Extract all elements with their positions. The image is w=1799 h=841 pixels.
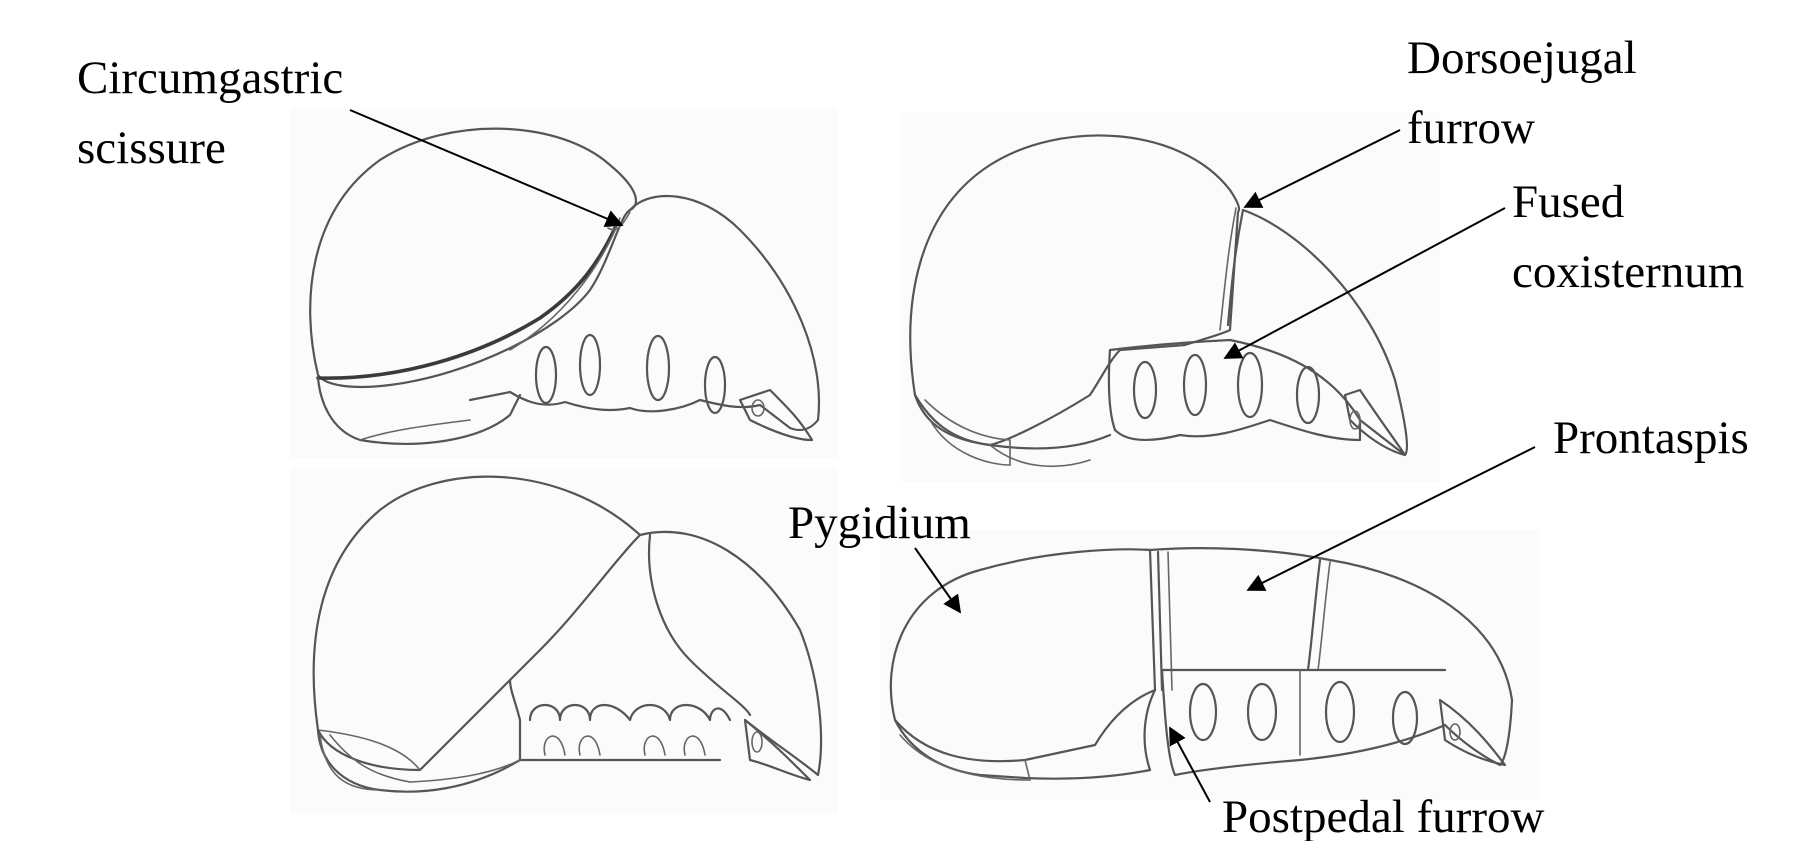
panel-top-right [900, 112, 1440, 482]
postpedal-label: Postpedal furrow [1222, 791, 1544, 841]
dorsoejugal-label-line1: Dorsoejugal [1407, 32, 1637, 84]
panel-bottom-right [880, 530, 1540, 800]
circumgastric-label-line2: scissure [77, 122, 226, 174]
prontaspis-label: Prontaspis [1553, 412, 1749, 464]
coxisternum-label-line1: Fused [1512, 176, 1624, 228]
dorsoejugal-label-line2: furrow [1407, 102, 1535, 154]
pygidium-label: Pygidium [788, 497, 971, 549]
panel-bottom-left [290, 468, 838, 813]
coxisternum-label-line2: coxisternum [1512, 246, 1744, 298]
circumgastric-label-line1: Circumgastric [77, 52, 343, 104]
panel-top-left [290, 108, 838, 458]
